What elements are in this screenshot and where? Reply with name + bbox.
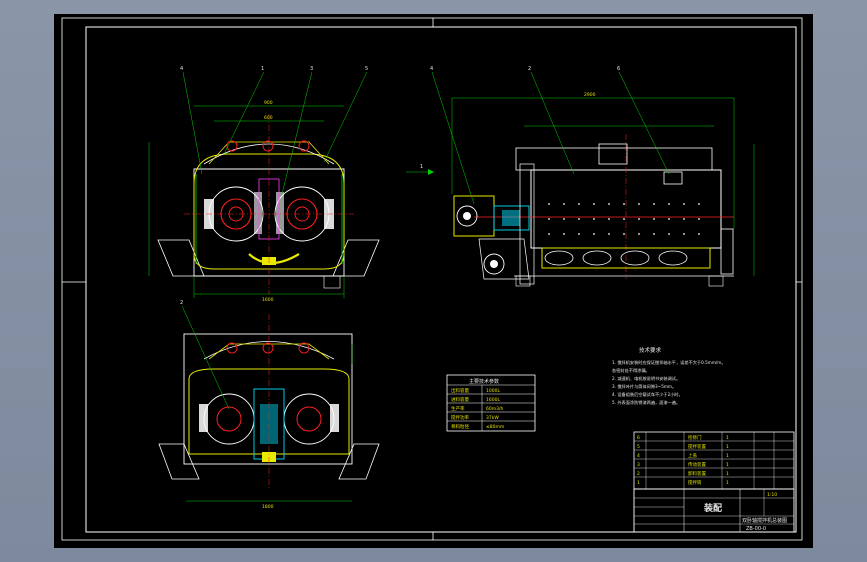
parts-cell: 3 bbox=[637, 462, 640, 468]
note-line: 各密封处不得渗漏。 bbox=[612, 367, 650, 374]
parts-cell: 1 bbox=[726, 435, 729, 441]
title-block-title: 装配 bbox=[703, 502, 722, 514]
parts-cell: 卸料装置 bbox=[688, 470, 706, 477]
balloon-side-2: 2 bbox=[528, 66, 531, 72]
parts-cell: 搅拌筒 bbox=[688, 479, 702, 486]
parts-cell: 2 bbox=[637, 471, 640, 477]
balloon-front-3: 3 bbox=[310, 66, 313, 72]
spec-cell: ≤80mm bbox=[486, 424, 504, 430]
parts-cell: 5 bbox=[637, 444, 640, 450]
parts-cell: 6 bbox=[637, 435, 640, 441]
parts-cell: 传动装置 bbox=[688, 461, 706, 468]
balloon-front-1: 1 bbox=[261, 66, 264, 72]
parts-cell: 1 bbox=[726, 444, 729, 450]
balloon-side-6: 6 bbox=[617, 66, 620, 72]
parts-cell: 1 bbox=[726, 471, 729, 477]
parts-cell: 4 bbox=[637, 453, 640, 459]
spec-table-title: 主要技术参数 bbox=[469, 378, 499, 385]
drawing-frame bbox=[85, 26, 797, 533]
title-block: 装配 双卧轴搅拌机总装图 ZB-00-0 1:10 bbox=[633, 488, 795, 533]
title-block-code: ZB-00-0 bbox=[746, 526, 766, 532]
parts-cell: 1 bbox=[726, 462, 729, 468]
spec-cell: 骨料粒径 bbox=[451, 423, 469, 430]
note-line: 3. 搅拌叶片与筒体间隙3~5mm。 bbox=[612, 383, 676, 390]
spec-cell: 1600L bbox=[486, 397, 500, 403]
note-line: 5. 外表面涂防锈漆两遍，面漆一遍。 bbox=[612, 399, 680, 406]
centring-marks bbox=[62, 18, 802, 540]
spec-cell: 37kW bbox=[486, 415, 499, 421]
balloon-bottom-2: 2 bbox=[180, 300, 183, 306]
bottom-dim: 1800 bbox=[262, 504, 274, 510]
note-line: 4. 设备组装后空载试车不少于2小时。 bbox=[612, 391, 683, 398]
parts-cell: 搅拌装置 bbox=[688, 443, 706, 450]
note-line: 2. 减速机、电机按说明书安装调试。 bbox=[612, 375, 680, 382]
balloon-front-4: 4 bbox=[180, 66, 183, 72]
spec-cell: 生产率 bbox=[451, 405, 465, 412]
balloon-front-5: 5 bbox=[365, 66, 368, 72]
notes-title: 技术要求 bbox=[639, 346, 662, 354]
balloon-side-4: 4 bbox=[430, 66, 433, 72]
section-marker: 1 bbox=[420, 164, 423, 170]
front-dim-top-2: 600 bbox=[264, 115, 273, 121]
parts-cell: 检修门 bbox=[688, 434, 702, 441]
spec-cell: 进料容量 bbox=[451, 396, 469, 403]
spec-cell: 1000L bbox=[486, 388, 500, 394]
drawing-viewport[interactable]: 900 600 1600 4 1 3 5 bbox=[54, 14, 813, 548]
parts-cell: 1 bbox=[637, 480, 640, 486]
parts-cell: 1 bbox=[726, 480, 729, 486]
sheet-border bbox=[61, 17, 803, 541]
cad-drawing: 900 600 1600 4 1 3 5 bbox=[61, 17, 803, 541]
parts-list: 6 检修门 1 5 搅拌装置 1 4 上盖 1 3 传动装置 1 2 卸料装置 … bbox=[633, 431, 795, 490]
title-block-scale: 1:10 bbox=[767, 492, 777, 498]
front-dim-top: 900 bbox=[264, 100, 273, 106]
technical-notes: 技术要求 1. 搅拌机安装时应保证搅拌轴水平，误差不大于0.5mm/m。 各密封… bbox=[612, 346, 726, 406]
note-line: 1. 搅拌机安装时应保证搅拌轴水平，误差不大于0.5mm/m。 bbox=[612, 359, 726, 366]
front-view: 900 600 1600 4 1 3 5 bbox=[148, 66, 380, 303]
side-view: 2900 4 2 6 1 bbox=[406, 66, 755, 287]
parts-cell: 1 bbox=[726, 453, 729, 459]
title-block-name: 双卧轴搅拌机总装图 bbox=[742, 517, 787, 524]
spec-cell: 搅拌功率 bbox=[451, 414, 469, 421]
spec-cell: 出料容量 bbox=[451, 387, 469, 394]
spec-table: 主要技术参数 出料容量 1000L 进料容量 1600L 生产率 60m3/h … bbox=[446, 374, 536, 432]
spec-cell: 60m3/h bbox=[486, 406, 503, 412]
parts-cell: 上盖 bbox=[688, 452, 697, 459]
bottom-view: 1800 2 bbox=[158, 300, 380, 510]
front-dim-bottom: 1600 bbox=[262, 297, 274, 303]
side-dim-top: 2900 bbox=[584, 92, 596, 98]
